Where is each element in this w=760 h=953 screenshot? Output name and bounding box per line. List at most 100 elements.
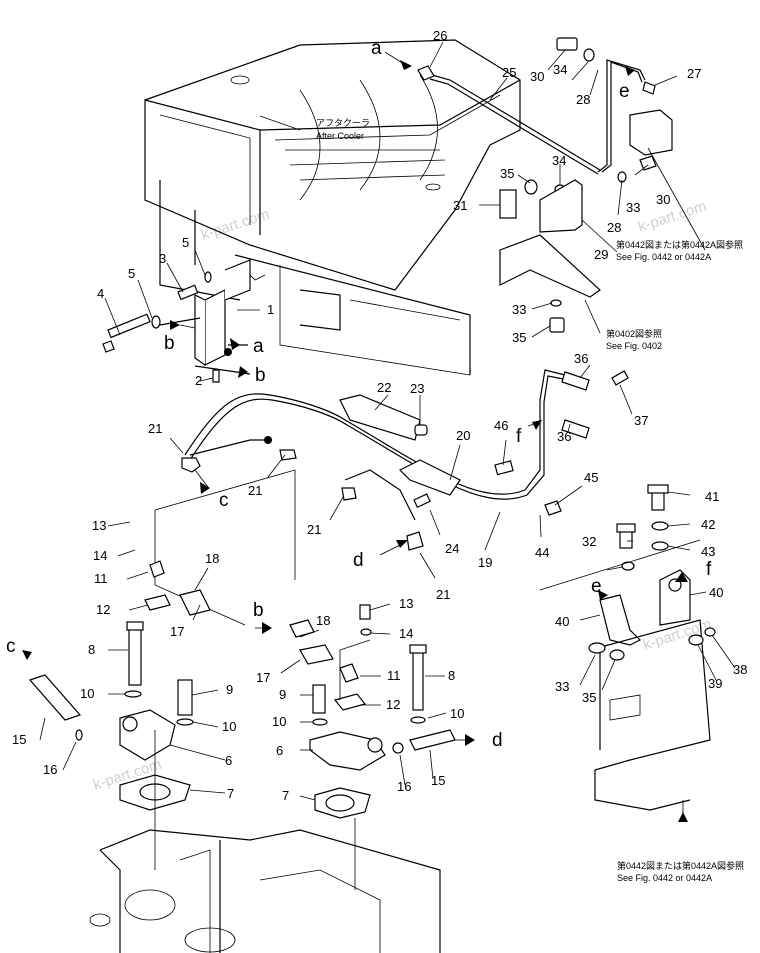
label-part-14b: 14: [399, 626, 413, 641]
heater-assembly-left: [28, 469, 334, 870]
flow-arrows: [22, 51, 688, 822]
label-part-5b: 5: [128, 266, 135, 281]
label-part-16b: 16: [397, 779, 411, 794]
label-part-27: 27: [687, 66, 701, 81]
arrow-a-left: [230, 338, 240, 350]
letter-a-top: a: [371, 38, 382, 59]
harness-assembly: [181, 369, 629, 551]
note-0442-top-jp: 第0442図または第0442A図参照: [616, 239, 743, 250]
label-part-21d: 21: [436, 587, 450, 602]
letter-a-left: a: [253, 336, 264, 357]
letter-c-top: c: [219, 490, 229, 511]
letter-b-bottom: b: [253, 600, 264, 621]
label-part-17a: 17: [170, 624, 184, 639]
label-part-39: 39: [708, 676, 722, 691]
note-0442-bottom-jp: 第0442図または第0442A図参照: [617, 860, 744, 871]
label-part-30a: 30: [530, 69, 544, 84]
reference-notes: 第0442図または第0442A図参照 See Fig. 0442 or 0442…: [606, 239, 744, 883]
label-part-22: 22: [377, 380, 391, 395]
label-part-18b: 18: [316, 613, 330, 628]
label-part-29: 29: [594, 247, 608, 262]
label-part-32: 32: [582, 534, 596, 549]
label-part-34b: 34: [552, 153, 566, 168]
arrow-b-left: [170, 320, 180, 330]
label-part-11b: 11: [387, 668, 401, 683]
label-part-2: 2: [195, 373, 202, 388]
letter-d-top: d: [353, 550, 364, 571]
label-part-25: 25: [502, 65, 516, 80]
label-part-17b: 17: [256, 670, 270, 685]
label-part-12b: 12: [386, 697, 400, 712]
label-part-8a: 8: [88, 642, 95, 657]
label-part-24: 24: [445, 541, 459, 556]
label-part-9a: 9: [226, 682, 233, 697]
label-part-33b: 33: [512, 302, 526, 317]
leader-lines: [39, 41, 736, 801]
label-part-26: 26: [433, 28, 447, 43]
label-part-36b: 36: [557, 429, 571, 444]
arrow-e-top: [625, 66, 635, 76]
pipe-assembly-top: [417, 37, 673, 333]
watermark-2: k-part.com: [636, 198, 709, 236]
letter-b-left: b: [164, 333, 175, 354]
label-part-10a: 10: [80, 686, 94, 701]
note-0402-en: See Fig. 0402: [606, 341, 662, 351]
letter-f-top: f: [516, 426, 522, 447]
arrow-a-top: [400, 60, 412, 70]
label-part-6b: 6: [276, 743, 283, 758]
after-cooler-label-jp: アフタクーラ: [316, 118, 370, 128]
label-part-35b: 35: [512, 330, 526, 345]
label-part-8b: 8: [448, 668, 455, 683]
label-part-13a: 13: [92, 518, 106, 533]
engine-block: [89, 829, 441, 953]
arrow-c-top: [200, 482, 210, 494]
label-part-16a: 16: [43, 762, 57, 777]
after-cooler-label-en: After Cooler: [316, 131, 364, 141]
label-part-15b: 15: [431, 773, 445, 788]
after-cooler-callout: アフタクーラ After Cooler: [259, 115, 370, 141]
label-part-38: 38: [733, 662, 747, 677]
label-part-35a: 35: [500, 166, 514, 181]
label-part-3: 3: [159, 251, 166, 266]
label-part-40b: 40: [709, 585, 723, 600]
label-part-37: 37: [634, 413, 648, 428]
bracket-assembly-left: [102, 259, 251, 383]
label-part-6a: 6: [225, 753, 232, 768]
label-part-12a: 12: [96, 602, 110, 617]
label-part-15a: 15: [12, 732, 26, 747]
label-part-28a: 28: [576, 92, 590, 107]
flow-letter-labels: a a b b b c c d d e e f f: [6, 38, 712, 751]
label-part-5a: 5: [182, 235, 189, 250]
note-0442-bottom-en: See Fig. 0442 or 0442A: [617, 873, 712, 883]
label-part-13b: 13: [399, 596, 413, 611]
label-part-35c: 35: [582, 690, 596, 705]
label-part-21b: 21: [248, 483, 262, 498]
label-part-33c: 33: [555, 679, 569, 694]
label-part-20: 20: [456, 428, 470, 443]
label-part-1: 1: [267, 302, 274, 317]
label-part-7a: 7: [227, 786, 234, 801]
label-part-11a: 11: [94, 571, 108, 586]
arrow-ref-bottom: [678, 812, 688, 822]
note-0402-jp: 第0402図参照: [606, 328, 662, 339]
letter-f-bottom: f: [706, 559, 712, 580]
arrow-c-bottom: [22, 650, 32, 660]
arrow-b-right: [238, 366, 248, 378]
letter-b-right: b: [255, 365, 266, 386]
label-part-23: 23: [410, 381, 424, 396]
label-part-10b: 10: [222, 719, 236, 734]
label-part-40a: 40: [555, 614, 569, 629]
label-part-31: 31: [453, 198, 467, 213]
label-part-30b: 30: [656, 192, 670, 207]
label-part-45: 45: [584, 470, 598, 485]
label-part-34a: 34: [553, 62, 567, 77]
letter-d-bottom: d: [492, 730, 503, 751]
note-0442-top-en: See Fig. 0442 or 0442A: [616, 252, 711, 262]
label-part-21c: 21: [307, 522, 321, 537]
label-part-9b: 9: [279, 687, 286, 702]
label-part-10d: 10: [450, 706, 464, 721]
letter-c-bottom: c: [6, 636, 16, 657]
letter-e-bottom: e: [591, 576, 602, 597]
heater-assembly-right: [309, 604, 456, 890]
